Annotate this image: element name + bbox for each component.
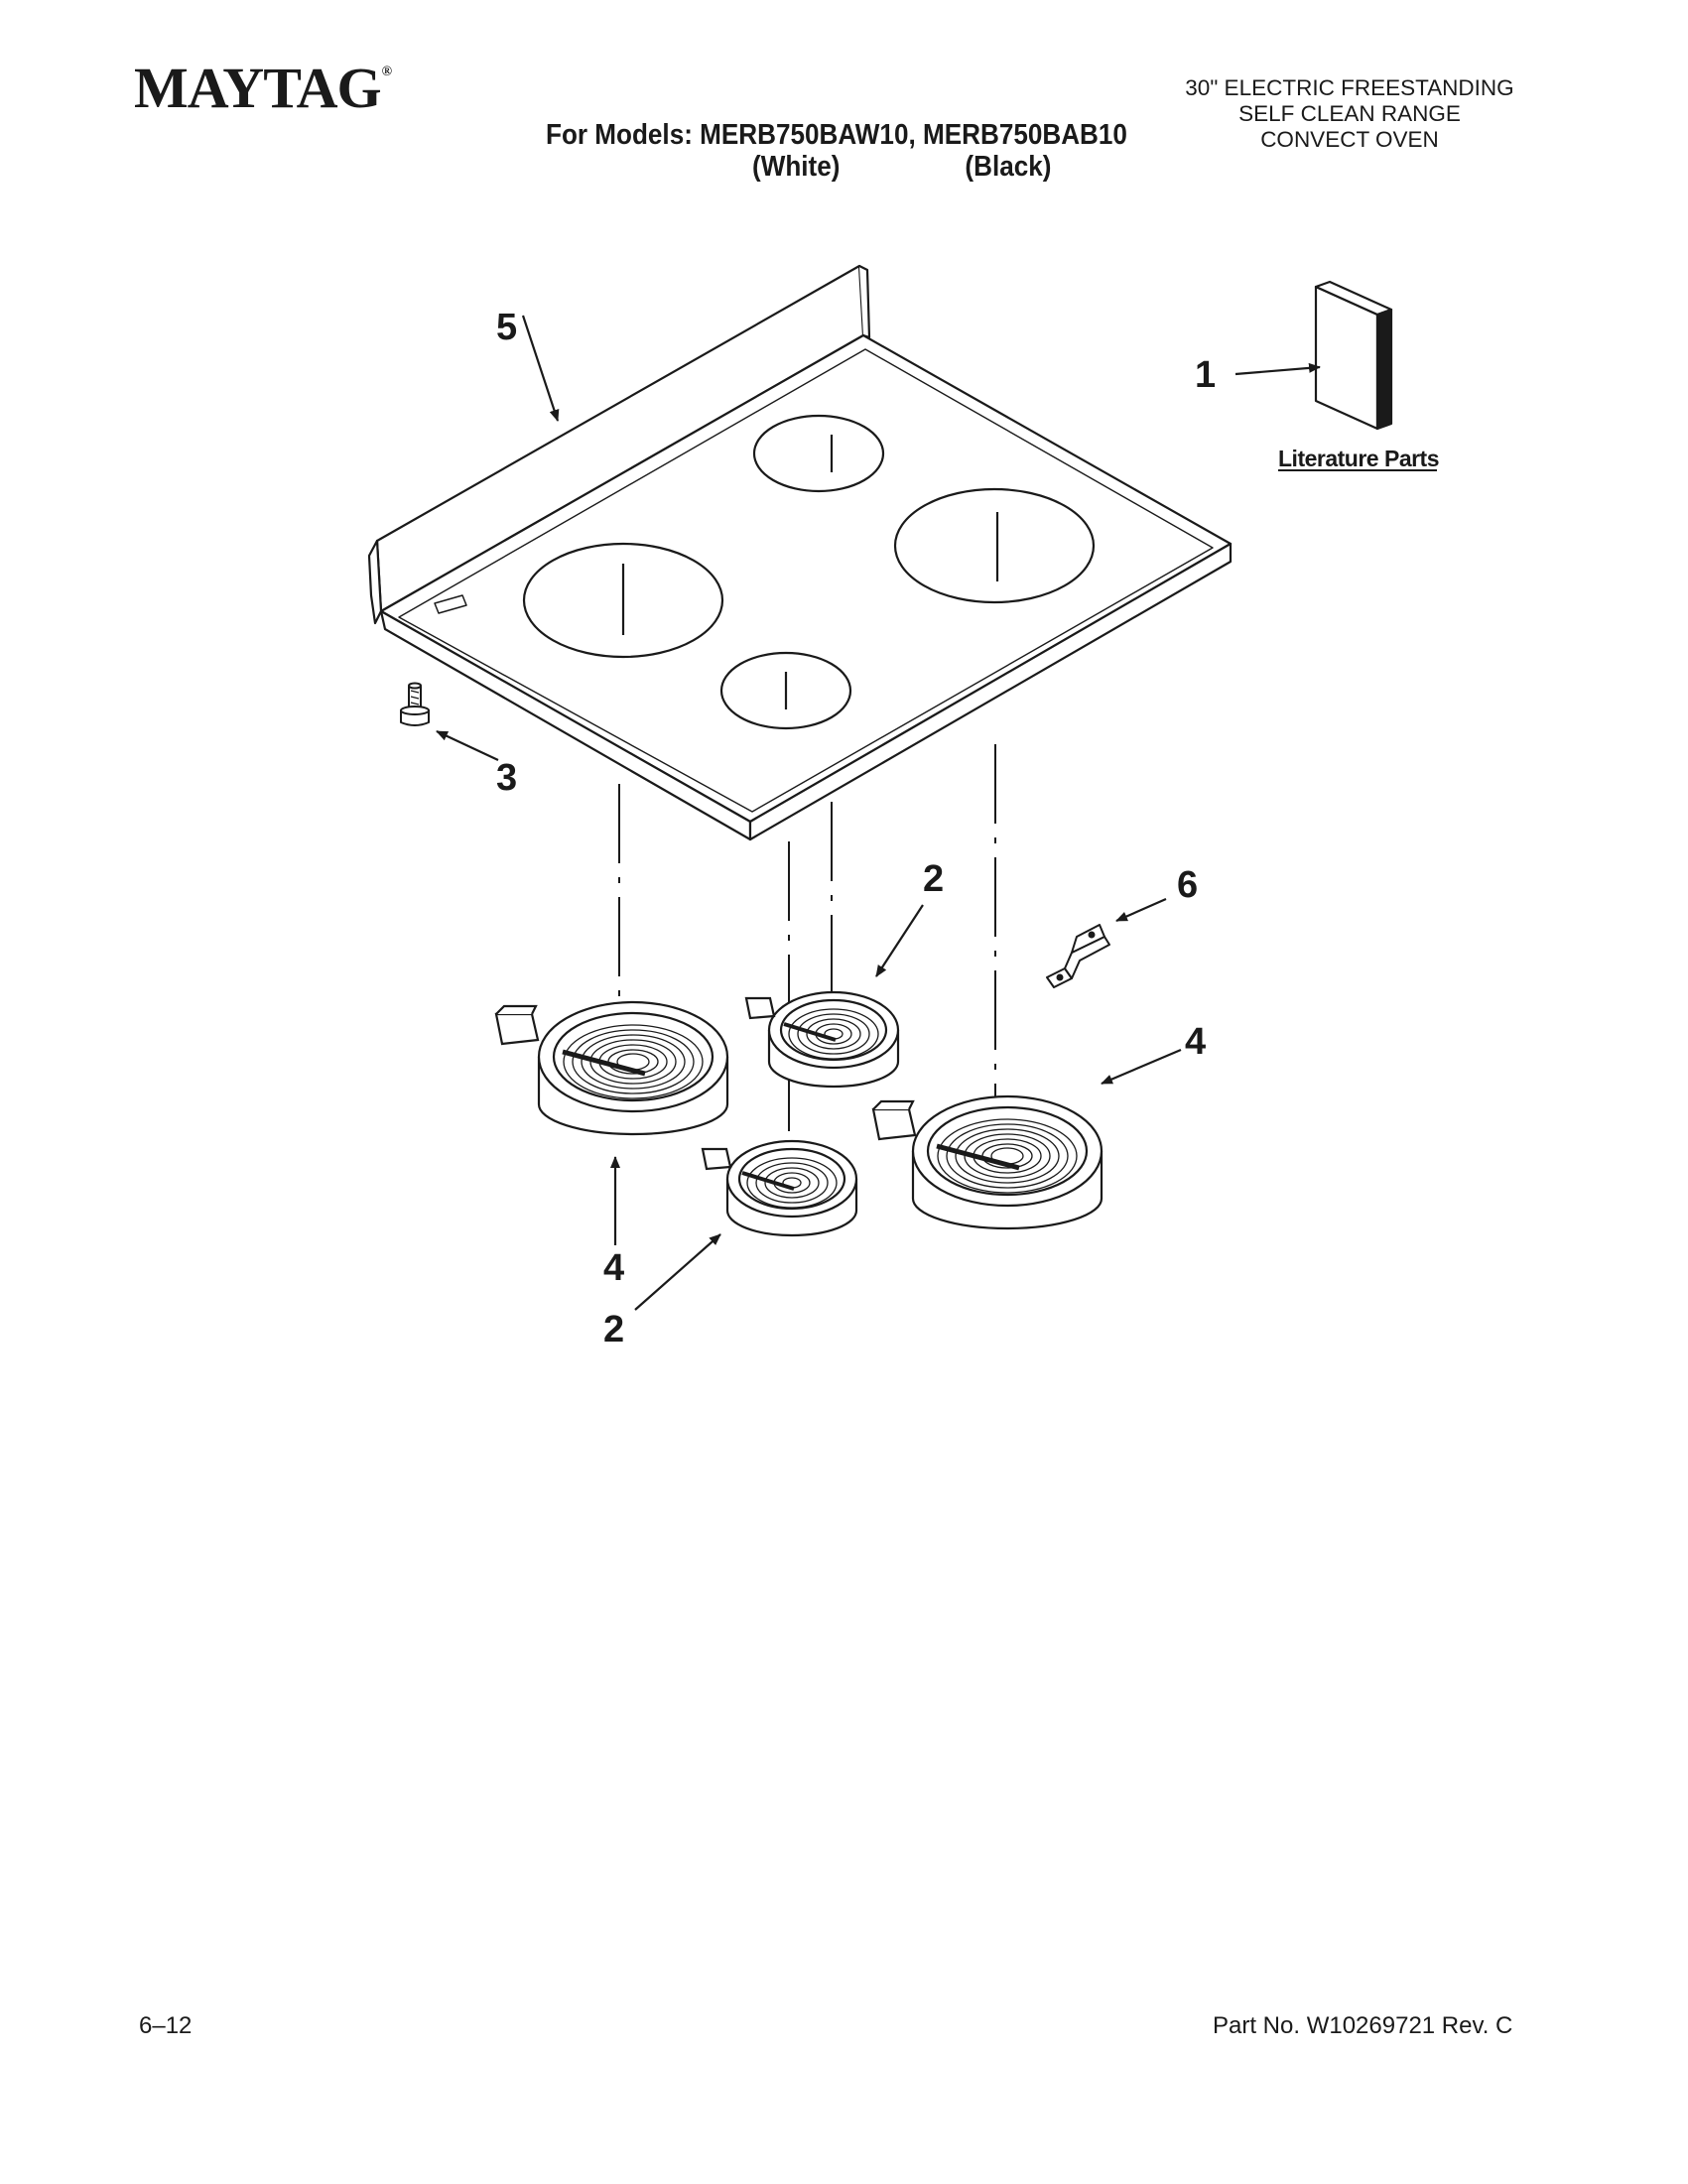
color-white: (White) (752, 151, 841, 183)
burner-outlines (522, 414, 1096, 730)
description-line-1: 30" ELECTRIC FREESTANDING (1185, 75, 1514, 100)
radiant-element-small-center (744, 990, 900, 1089)
radiant-element-large-left (494, 1000, 729, 1136)
callout-1: 1 (1195, 354, 1216, 396)
callout-arrows (436, 315, 1321, 1311)
description-line-3: CONVECT OVEN (1260, 127, 1439, 152)
callout-4-left: 4 (603, 1247, 624, 1289)
registered-mark: ® (381, 64, 393, 79)
literature-booklet (1314, 280, 1393, 431)
models-line: For Models: MERB750BAW10, MERB750BAB10 (546, 119, 1127, 151)
callout-6: 6 (1177, 864, 1198, 906)
model-colors: (White) (Black) (752, 151, 1051, 183)
callout-2-lower: 2 (603, 1309, 624, 1350)
burner-rear-left (752, 414, 885, 493)
page-number: 6–12 (139, 2012, 193, 2039)
leveling-leg (400, 682, 430, 726)
callout-numbers: 1 5 3 2 6 4 4 2 (496, 307, 1216, 1350)
description-line-2: SELF CLEAN RANGE (1238, 101, 1461, 126)
literature-parts-label: Literature Parts (1278, 446, 1439, 471)
radiant-element-small-front (701, 1139, 858, 1237)
burner-front-left (522, 542, 724, 659)
part-number: Part No. W10269721 Rev. C (1213, 2012, 1513, 2039)
burner-rear-right (893, 487, 1096, 604)
bracket (1046, 924, 1110, 988)
color-black: (Black) (965, 151, 1052, 183)
cooktop-panel (367, 264, 1233, 841)
burner-front-center (719, 651, 852, 730)
product-description: 30" ELECTRIC FREESTANDING SELF CLEAN RAN… (1161, 75, 1538, 153)
callout-3: 3 (496, 757, 517, 799)
callout-4-right: 4 (1185, 1021, 1206, 1063)
brand-name: MAYTAG (134, 56, 382, 120)
brand-logo: MAYTAG® (134, 60, 393, 117)
callout-5: 5 (496, 307, 517, 348)
callout-2-upper: 2 (923, 858, 944, 900)
radiant-element-large-right (871, 1094, 1104, 1230)
